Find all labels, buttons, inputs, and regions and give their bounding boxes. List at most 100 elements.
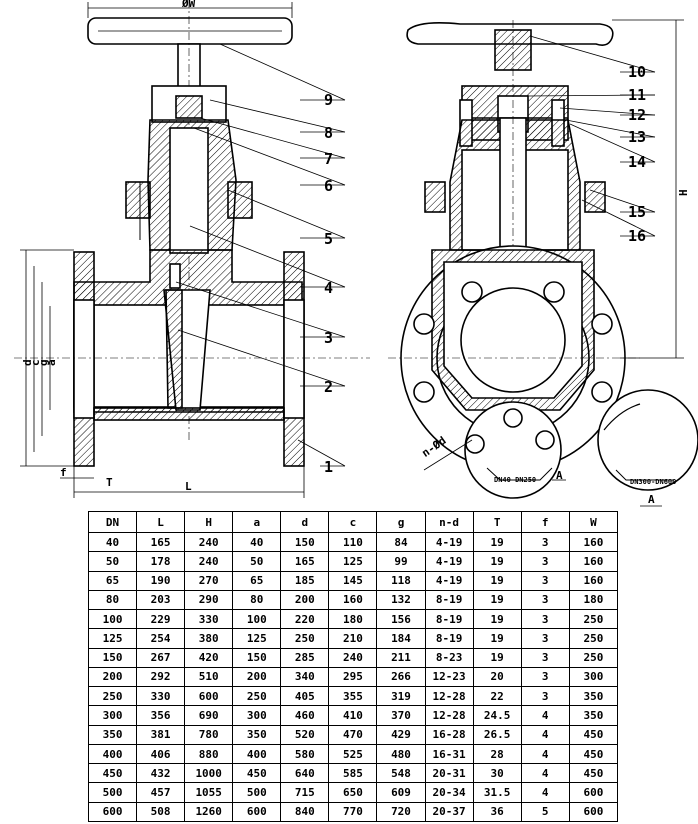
table-cell: 160 <box>568 531 619 553</box>
table-cell: 420 <box>184 647 234 668</box>
table-cell: 715 <box>280 782 330 803</box>
table-cell: 450 <box>568 763 619 784</box>
table-cell: 405 <box>280 686 330 707</box>
table-cell: 65 <box>87 570 138 591</box>
table-cell: 31.5 <box>472 782 522 803</box>
callout-6: 6 <box>324 177 334 195</box>
table-cell: 178 <box>136 551 186 572</box>
table-cell: 150 <box>87 647 138 668</box>
table-cell: 1260 <box>184 801 234 823</box>
callout-9: 9 <box>324 91 334 109</box>
table-cell: 165 <box>136 531 186 553</box>
table-cell: 229 <box>136 609 186 630</box>
table-cell: 600 <box>184 686 234 707</box>
table-cell: 880 <box>184 743 234 765</box>
table-cell: 4 <box>520 782 570 803</box>
a-dimension-label: a <box>45 359 58 366</box>
table-cell: 190 <box>136 570 186 591</box>
table-cell: 400 <box>87 743 138 765</box>
table-cell: 40 <box>87 531 138 553</box>
callout-10: 10 <box>628 63 647 81</box>
table-cell: 3 <box>520 609 570 630</box>
table-cell: 50 <box>87 551 138 572</box>
header-f: f <box>520 511 570 533</box>
table-cell: 156 <box>376 609 426 630</box>
table-cell: 250 <box>568 647 619 668</box>
table-cell: 356 <box>136 705 186 726</box>
table-cell: 350 <box>568 686 619 707</box>
table-cell: 480 <box>376 743 426 765</box>
table-cell: 40 <box>232 531 282 553</box>
table-cell: 370 <box>376 705 426 726</box>
front-section-view <box>14 0 370 498</box>
table-cell: 99 <box>376 551 426 572</box>
table-cell: 290 <box>184 589 234 611</box>
table-cell: 4 <box>520 763 570 784</box>
table-cell: 4 <box>520 705 570 726</box>
flange-range-left: DN40-DN250 <box>494 476 537 484</box>
table-cell: 270 <box>184 570 234 591</box>
table-cell: 600 <box>87 801 138 823</box>
table-cell: 185 <box>280 570 330 591</box>
table-cell: 12-28 <box>424 686 474 707</box>
table-cell: 250 <box>280 628 330 649</box>
t-dimension-label: T <box>106 476 113 489</box>
flange-range-right: DN300-DN600 <box>630 478 677 486</box>
table-cell: 180 <box>328 609 378 630</box>
table-cell: 4 <box>520 743 570 765</box>
valve-drawing <box>14 0 698 507</box>
callout-5: 5 <box>324 230 334 248</box>
table-cell: 5 <box>520 801 570 823</box>
table-cell: 19 <box>472 551 522 572</box>
header-t: T <box>472 511 522 533</box>
table-cell: 220 <box>280 609 330 630</box>
table-cell: 20 <box>472 666 522 688</box>
table-cell: 609 <box>376 782 426 803</box>
table-cell: 330 <box>136 686 186 707</box>
header-g: g <box>376 511 426 533</box>
table-cell: 3 <box>520 570 570 591</box>
table-cell: 200 <box>232 666 282 688</box>
table-cell: 3 <box>520 589 570 611</box>
table-cell: 240 <box>184 551 234 572</box>
f-dimension-label: f <box>60 466 67 479</box>
callout-8: 8 <box>324 124 334 142</box>
table-cell: 203 <box>136 589 186 611</box>
table-cell: 300 <box>232 705 282 726</box>
table-cell: 16-28 <box>424 724 474 745</box>
table-cell: 165 <box>280 551 330 572</box>
table-cell: 20-31 <box>424 763 474 784</box>
table-cell: 690 <box>184 705 234 726</box>
table-cell: 266 <box>376 666 426 688</box>
table-cell: 240 <box>184 531 234 553</box>
table-cell: 355 <box>328 686 378 707</box>
table-cell: 580 <box>280 743 330 765</box>
table-cell: 340 <box>280 666 330 688</box>
table-cell: 184 <box>376 628 426 649</box>
table-cell: 500 <box>87 782 138 803</box>
table-cell: 16-31 <box>424 743 474 765</box>
table-cell: 80 <box>87 589 138 611</box>
table-cell: 770 <box>328 801 378 823</box>
callout-15: 15 <box>628 203 647 221</box>
table-cell: 125 <box>328 551 378 572</box>
header-nd: n-d <box>424 511 474 533</box>
table-cell: 19 <box>472 531 522 553</box>
table-cell: 510 <box>184 666 234 688</box>
callout-2: 2 <box>324 378 334 396</box>
table-cell: 600 <box>232 801 282 823</box>
table-cell: 250 <box>87 686 138 707</box>
table-cell: 240 <box>328 647 378 668</box>
table-cell: 350 <box>232 724 282 745</box>
table-cell: 640 <box>280 763 330 784</box>
table-cell: 295 <box>328 666 378 688</box>
table-cell: 450 <box>232 763 282 784</box>
callout-7: 7 <box>324 150 334 168</box>
table-header-row: DN L H a d c g n-d T f W <box>87 511 619 533</box>
